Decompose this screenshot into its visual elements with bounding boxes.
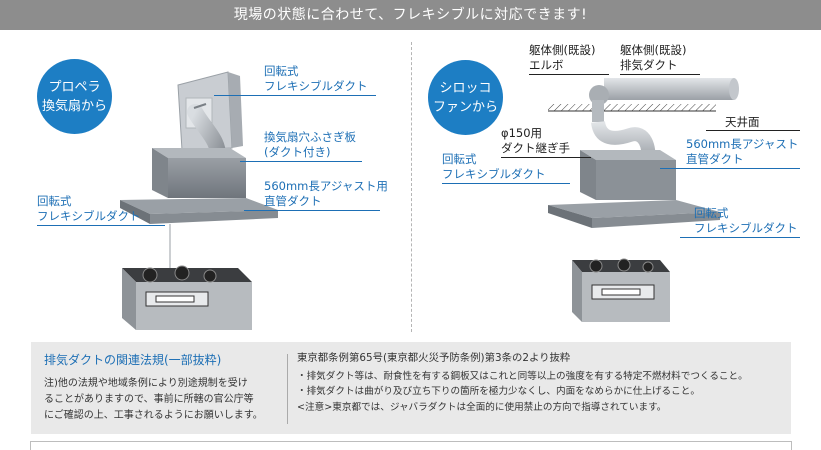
badge-line: 換気扇から <box>41 98 107 114</box>
leader-line <box>660 168 800 169</box>
notes-title: 排気ダクトの関連法規(一部抜粋) <box>44 353 222 367</box>
label-rotary-flex-duct-top: 回転式 フレキシブルダクト <box>264 64 368 93</box>
notes-separator <box>287 354 288 424</box>
regulations-box: 排気ダクトの関連法規(一部抜粋) 注)他の法規や地域条例により別途規制を受け る… <box>31 342 791 434</box>
leader-line <box>680 237 800 238</box>
ordinance-line: ・排気ダクトは曲がり及び立ち下りの箇所を極力少なくし、内面をなめらかに仕上げるこ… <box>297 386 700 397</box>
leader-line <box>244 210 380 211</box>
leader-line <box>37 225 165 226</box>
leader-line <box>529 74 609 75</box>
panel-divider <box>411 42 412 332</box>
label-duct-joint: φ150用 ダクト継ぎ手 <box>501 126 570 155</box>
leader-line <box>442 183 570 184</box>
label-ceiling: 天井面 <box>725 115 760 129</box>
label-existing-exhaust-duct: 躯体側(既設) 排気ダクト <box>620 43 687 72</box>
ordinance-heading: 東京都条例第65号(東京都火災予防条例)第3条の2より抜粋 <box>297 352 571 364</box>
leader-line <box>240 161 362 162</box>
bottom-rule <box>30 441 792 442</box>
badge-line: シロッコ <box>439 80 492 96</box>
leader-line <box>214 95 376 96</box>
page-header: 現場の状態に合わせて、フレキシブルに対応できます! <box>0 0 821 30</box>
badge-line: プロペラ <box>48 79 101 95</box>
leader-line <box>706 130 800 131</box>
label-straight-duct-right: 560mm長アジャスト 直管ダクト <box>686 137 799 166</box>
label-hole-cover-plate: 換気扇穴ふさぎ板 (ダクト付き) <box>264 130 356 159</box>
leader-line <box>501 157 591 158</box>
notes-disclaimer: 注)他の法規や地域条例により別途規制を受け ることがありますので、事前に所轄の官… <box>44 378 263 421</box>
label-rotary-flex-duct-right-left: 回転式 フレキシブルダクト <box>442 152 546 181</box>
propeller-fan-illustration <box>120 71 278 330</box>
label-straight-duct: 560mm長アジャスト用 直管ダクト <box>264 179 388 208</box>
ordinance-line: ・排気ダクト等は、耐食性を有する鋼板又はこれと同等以上の強度を有する特定不燃材料… <box>297 370 748 382</box>
header-title: 現場の状態に合わせて、フレキシブルに対応できます! <box>233 7 588 23</box>
notes-right-column: 東京都条例第65号(東京都火災予防条例)第3条の2より抜粋 ・排気ダクト等は、耐… <box>297 351 787 415</box>
sirocco-fan-badge: シロッコ ファンから <box>428 60 503 135</box>
bottom-rule-right <box>791 441 792 450</box>
label-existing-elbow: 躯体側(既設) エルボ <box>529 43 596 72</box>
notes-left-column: 排気ダクトの関連法規(一部抜粋) 注)他の法規や地域条例により別途規制を受け る… <box>44 351 276 424</box>
label-rotary-flex-duct-left: 回転式 フレキシブルダクト <box>37 194 141 223</box>
ordinance-line: <注意>東京都では、ジャバラダクトは全面的に使用禁止の方向で指導されています。 <box>297 401 667 413</box>
leader-line <box>620 74 700 75</box>
bottom-rule-left <box>30 441 31 450</box>
badge-line: ファンから <box>432 99 498 115</box>
label-rotary-flex-duct-bottom: 回転式 フレキシブルダクト <box>694 206 798 235</box>
propeller-fan-badge: プロペラ 換気扇から <box>37 59 112 134</box>
